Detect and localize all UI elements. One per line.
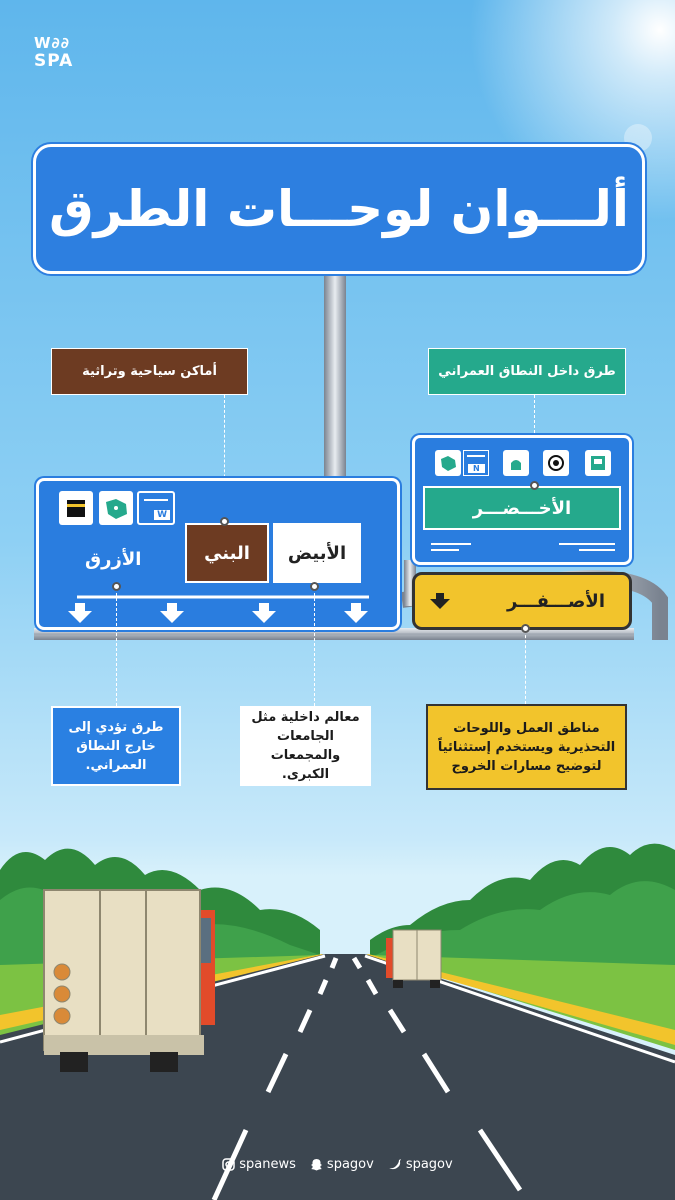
connector-dot-blue — [112, 582, 121, 591]
west-label: W — [154, 510, 170, 520]
saudi-map-icon — [99, 491, 133, 525]
green-sign-label: الأخـــضـــر — [472, 497, 572, 519]
snapchat-label: spagov — [326, 1156, 374, 1172]
callout-brown: أماكن سياحية وتراثية — [51, 348, 248, 395]
green-sign-panel: الأخـــضـــر — [423, 486, 621, 530]
callout-yellow: مناطق العمل واللوحات التحذيرية ويستخدم إ… — [426, 704, 627, 790]
logo-line-2: SPA — [34, 51, 74, 71]
callout-green: طرق داخل النطاق العمراني — [428, 348, 626, 395]
connector-dot-brown — [220, 517, 229, 526]
brown-sign-panel: البني — [185, 523, 269, 583]
logo-line-1: W∂∂ — [34, 34, 70, 52]
title-sign: ألـــوان لوحـــات الطرق — [33, 144, 645, 274]
instagram-handle[interactable]: spanews — [222, 1157, 296, 1172]
twitter-label: spagov — [405, 1156, 453, 1172]
connector-brown — [224, 395, 225, 517]
snapchat-icon — [310, 1158, 322, 1170]
kaaba-icon — [59, 491, 93, 525]
down-arrow-icon — [430, 593, 450, 609]
brown-sign-label: البني — [204, 542, 250, 564]
instagram-icon — [222, 1157, 236, 1171]
connector-white — [314, 588, 315, 706]
road-landscape — [0, 843, 675, 1200]
connector-blue — [116, 588, 117, 706]
saudi-map-green-icon — [435, 450, 461, 476]
blue-sign: W الأزرق البني الأبيض — [36, 478, 400, 630]
callout-blue: طرق تؤدي إلى خارج النطاق العمراني. — [51, 706, 181, 786]
connector-yellow — [525, 630, 526, 704]
fuel-station-icon — [585, 450, 611, 476]
target-icon — [543, 450, 569, 476]
callout-white: معالم داخلية مثل الجامعات والمجمعات الكب… — [240, 706, 371, 786]
blue-sign-label: الأزرق — [85, 549, 142, 570]
instagram-label: spanews — [239, 1156, 296, 1172]
north-label: N — [468, 464, 485, 473]
page-title: ألـــوان لوحـــات الطرق — [48, 180, 630, 238]
west-direction-panel: W — [137, 491, 175, 525]
connector-dot-white — [310, 582, 319, 591]
twitter-icon — [388, 1159, 401, 1170]
green-sign-frame: N الأخـــضـــر — [412, 435, 632, 565]
green-sign-lines — [431, 543, 615, 551]
mosque-icon — [503, 450, 529, 476]
snapchat-handle[interactable]: spagov — [310, 1157, 374, 1172]
white-sign-panel: الأبيض — [273, 523, 361, 583]
twitter-handle[interactable]: spagov — [388, 1157, 453, 1172]
yellow-sign-label: الأصـــفـــر — [506, 590, 605, 612]
spa-logo: W∂∂ SPA — [34, 34, 84, 72]
lane-arrows — [68, 595, 369, 623]
white-sign-label: الأبيض — [287, 542, 347, 564]
north-direction-panel: N — [463, 450, 489, 476]
connector-dot-yellow — [521, 624, 530, 633]
yellow-sign: الأصـــفـــر — [412, 572, 632, 630]
social-footer: spanews spagov spagov — [0, 1152, 675, 1176]
connector-dot-green — [530, 481, 539, 490]
